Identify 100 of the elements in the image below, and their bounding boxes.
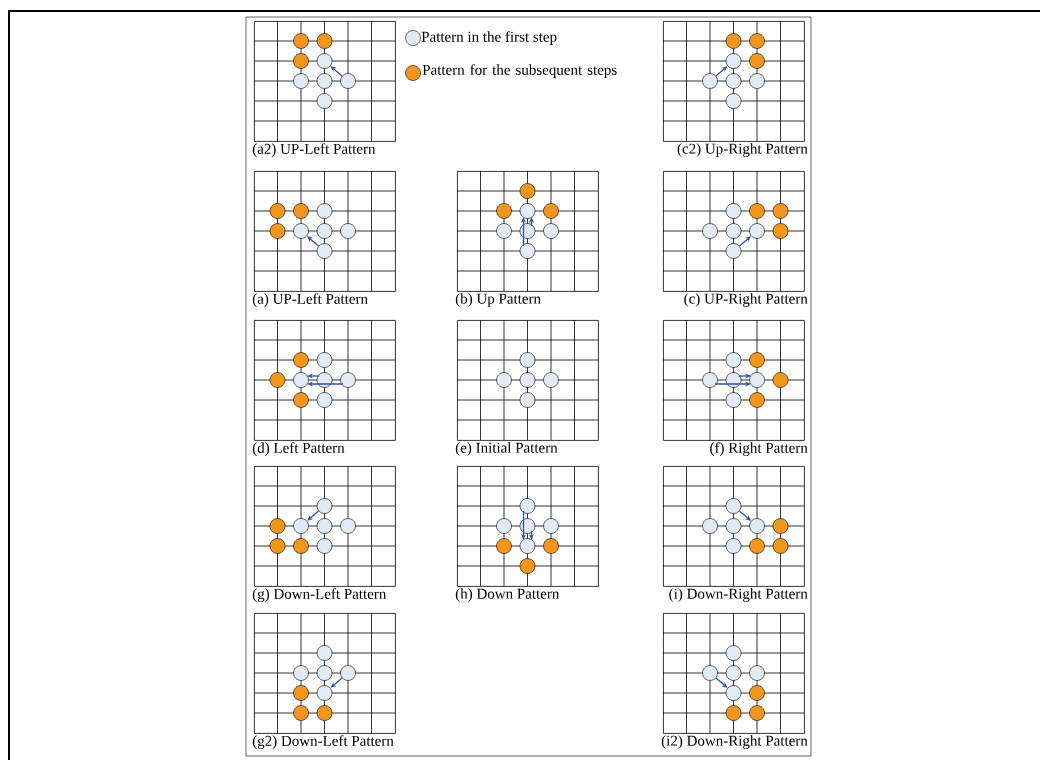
- grid-stone: [519, 203, 536, 219]
- legend-label: Pattern for the subsequent steps: [422, 64, 617, 78]
- panel-caption: (e) Initial Pattern: [455, 442, 558, 456]
- grid-stone: [725, 223, 742, 239]
- grid-stone: [543, 538, 559, 554]
- grid-stone: [316, 93, 333, 109]
- grid-stone: [519, 183, 536, 199]
- grid-stone: [519, 538, 536, 554]
- grid-stone: [749, 352, 765, 368]
- grid-stone: [519, 392, 536, 408]
- panel-caption: (h) Down Pattern: [455, 588, 560, 602]
- grid-stone: [293, 372, 309, 388]
- grid-stone: [725, 203, 742, 219]
- grid-stone: [316, 73, 333, 89]
- grid-stone: [725, 518, 742, 534]
- legend-label: Pattern in the first step: [421, 31, 557, 45]
- panel-caption: (c2) Up-Right Pattern: [677, 143, 808, 157]
- grid-stone: [519, 558, 536, 574]
- grid-stone: [725, 665, 742, 681]
- panel-caption: (g) Down-Left Pattern: [252, 588, 387, 602]
- grid-stone: [293, 392, 309, 408]
- grid-stone: [702, 73, 718, 89]
- grid-stone: [316, 538, 333, 554]
- panel-caption: (d) Left Pattern: [252, 442, 345, 456]
- panel-caption: (b) Up Pattern: [455, 293, 541, 307]
- grid-stone: [543, 203, 559, 219]
- grid-stone: [702, 665, 718, 681]
- grid-stone: [772, 223, 789, 239]
- grid-stone: [725, 705, 742, 721]
- grid-panel: [252, 170, 396, 307]
- grid-stone: [543, 223, 559, 239]
- grid-panel: [252, 612, 396, 749]
- grid-panel: [662, 20, 808, 157]
- grid-stone: [772, 372, 789, 388]
- grid-stone: [725, 372, 742, 388]
- grid-stone: [772, 518, 789, 534]
- grid-stone: [749, 33, 765, 49]
- grid-stone: [725, 243, 742, 259]
- grid-stone: [269, 203, 286, 219]
- grid-stone: [519, 498, 536, 514]
- grid-stone: [749, 203, 765, 219]
- grid-stone: [293, 223, 309, 239]
- grid-stone: [496, 538, 512, 554]
- grid-stone: [316, 645, 333, 661]
- grid-stone: [293, 538, 309, 554]
- grid-stone: [316, 352, 333, 368]
- grid-stone: [519, 352, 536, 368]
- grid-stone: [702, 372, 718, 388]
- grid-panel: [252, 465, 396, 602]
- grid-stone: [725, 498, 742, 514]
- grid-stone: [293, 203, 309, 219]
- grid-panel: [455, 465, 599, 602]
- panel-caption: (i2) Down-Right Pattern: [661, 735, 808, 749]
- grid-stone: [293, 685, 309, 701]
- grid-stone: [293, 53, 309, 69]
- grid-stone: [725, 73, 742, 89]
- panel-caption: (a2) UP-Left Pattern: [252, 143, 376, 157]
- grid-panel: [252, 319, 396, 456]
- arrow: [715, 677, 728, 688]
- grid-stone: [340, 665, 356, 681]
- grid-stone: [543, 372, 559, 388]
- grid-stone: [269, 223, 286, 239]
- grid-stone: [340, 372, 356, 388]
- grid-panel: [455, 170, 599, 307]
- grid-panel: [662, 319, 808, 456]
- grid-stone: [702, 223, 718, 239]
- grid-stone: [519, 372, 536, 388]
- grid-stone: [340, 518, 356, 534]
- grid-stone: [293, 518, 309, 534]
- arrow: [715, 66, 728, 77]
- grid-stone: [519, 223, 536, 239]
- grid-stone: [725, 352, 742, 368]
- grid-stone: [316, 33, 333, 49]
- grid-stone: [269, 538, 286, 554]
- grid-stone: [772, 538, 789, 554]
- grid-stone: [269, 518, 286, 534]
- grid-panel: [661, 612, 808, 749]
- grid-stone: [316, 392, 333, 408]
- panel-caption: (a) UP-Left Pattern: [252, 293, 368, 307]
- grid-stone: [316, 665, 333, 681]
- grid-stone: [725, 685, 742, 701]
- grid-stone: [316, 53, 333, 69]
- grid-stone: [749, 73, 765, 89]
- panel-caption: (g2) Down-Left Pattern: [252, 735, 394, 749]
- grid-stone: [496, 223, 512, 239]
- arrow: [330, 66, 343, 77]
- grid-stone: [725, 392, 742, 408]
- grid-stone: [749, 223, 765, 239]
- grid-stone: [316, 372, 333, 388]
- grid-stone: [749, 372, 765, 388]
- grid-stone: [725, 538, 742, 554]
- grid-stone: [496, 372, 512, 388]
- grid-stone: [293, 352, 309, 368]
- grid-stone: [772, 203, 789, 219]
- grid-stone: [340, 73, 356, 89]
- grid-stone: [725, 53, 742, 69]
- grid-stone: [316, 243, 333, 259]
- grid-stone: [749, 705, 765, 721]
- grid-stone: [293, 73, 309, 89]
- grid-stone: [293, 705, 309, 721]
